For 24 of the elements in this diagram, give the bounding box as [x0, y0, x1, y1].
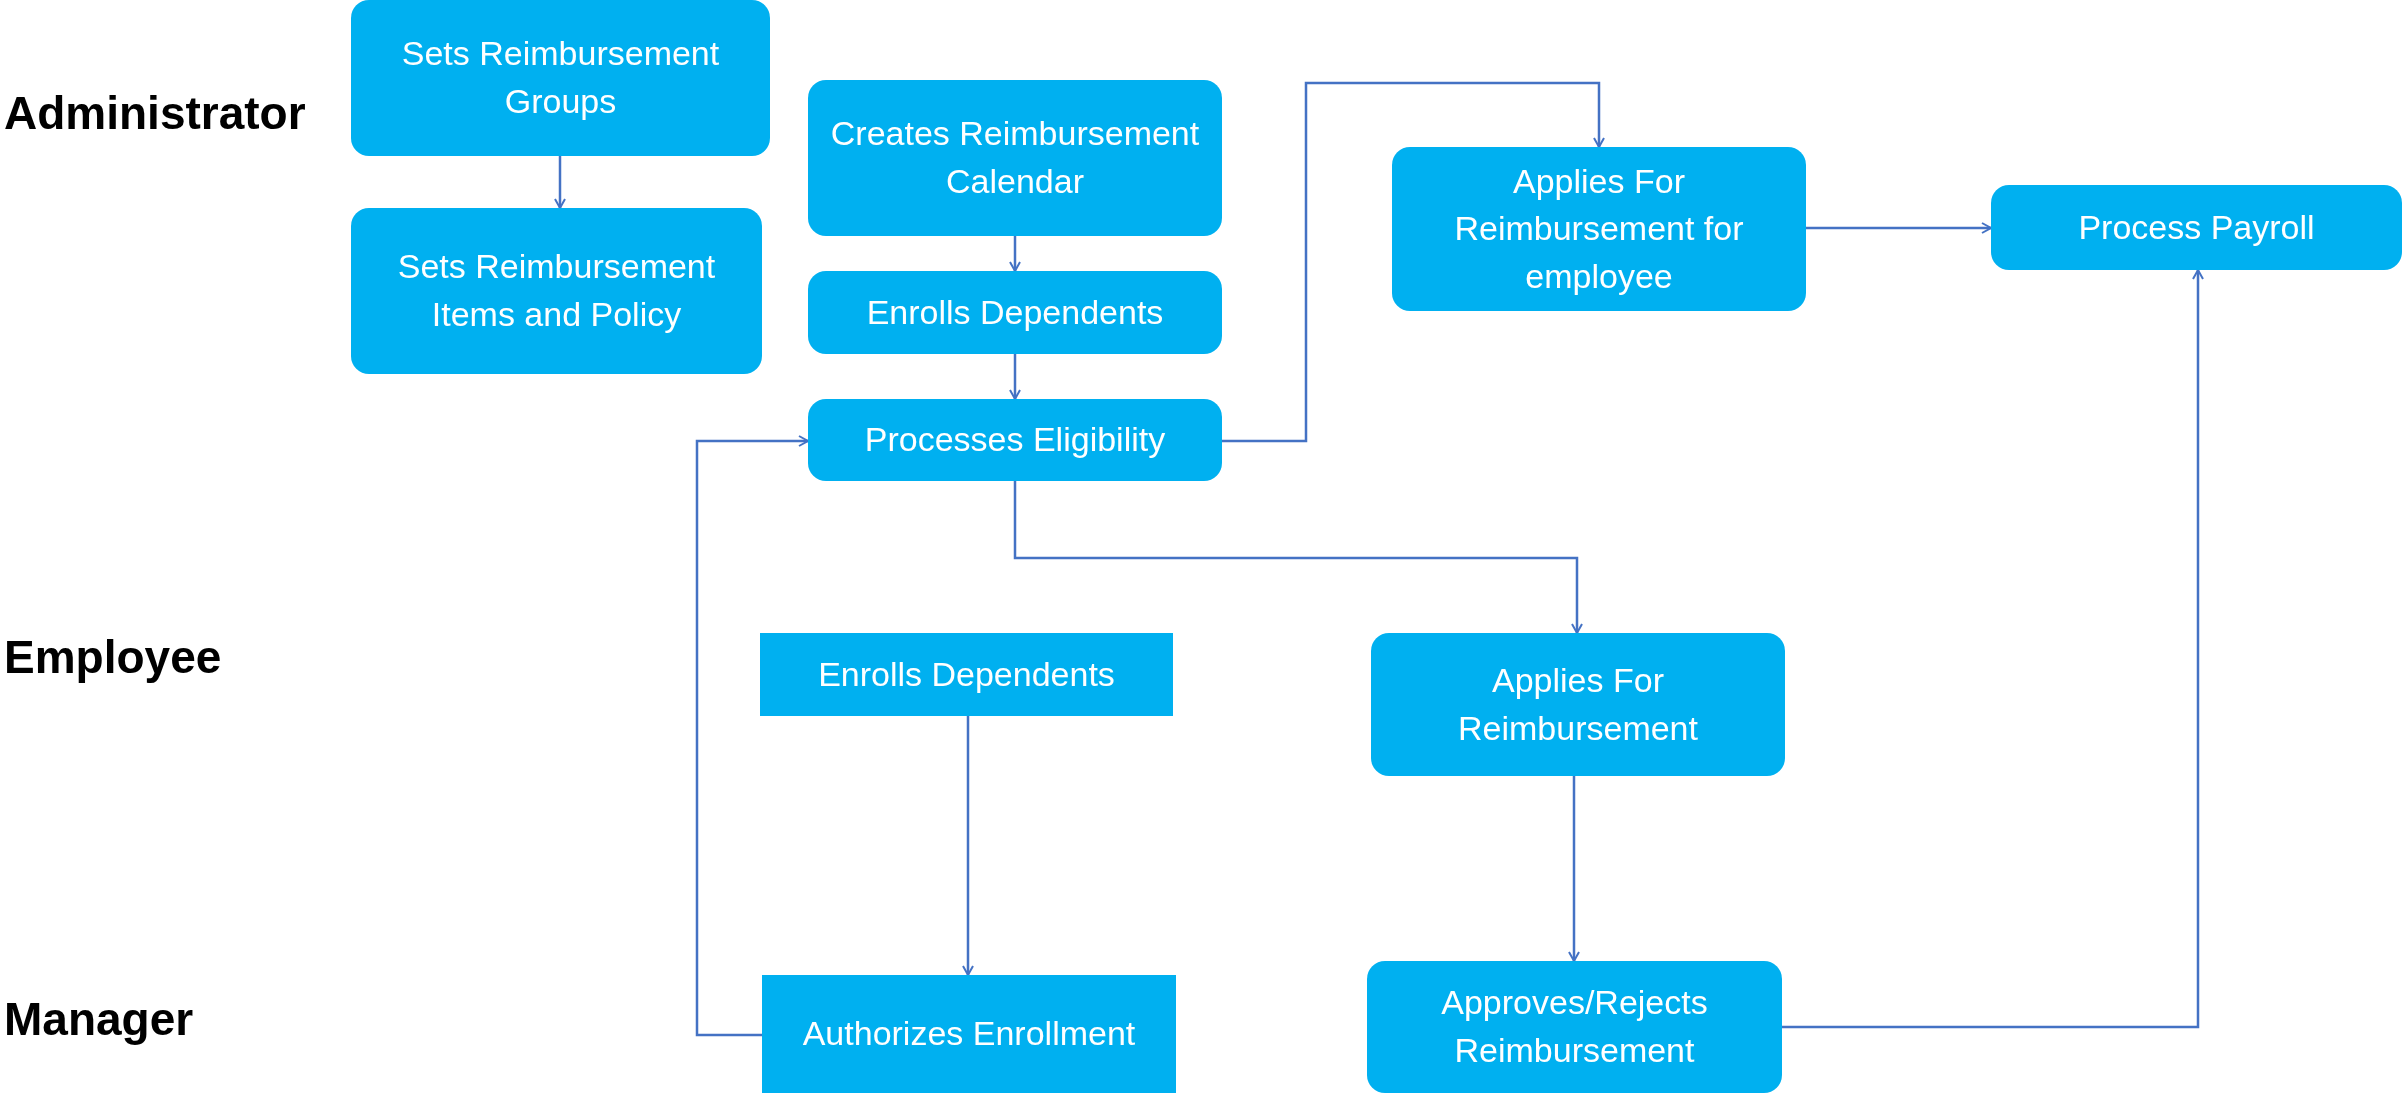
process-box: Sets Reimbursement Items and Policy [351, 208, 762, 374]
arrow [1806, 222, 1992, 234]
process-box: Enrolls Dependents [760, 633, 1173, 716]
process-box: Applies For Reimbursement for employee [1392, 147, 1806, 311]
arrow [1222, 81, 1605, 443]
lane-label: Manager [4, 992, 194, 1046]
arrow [1009, 354, 1021, 400]
process-box: Creates Reimbursement Calendar [808, 80, 1222, 236]
arrow [554, 156, 566, 209]
process-box: Sets Reimbursement Groups [351, 0, 770, 156]
lane-label: Administrator [4, 86, 306, 140]
arrow [1568, 776, 1580, 962]
arrow [695, 435, 809, 1037]
arrow [962, 716, 974, 976]
arrow [1009, 236, 1021, 272]
arrow [1013, 481, 1583, 634]
process-box: Authorizes Enrollment [762, 975, 1176, 1093]
arrow [1782, 269, 2204, 1029]
process-box: Applies For Reimbursement [1371, 633, 1785, 776]
lane-label: Employee [4, 630, 222, 684]
process-box: Processes Eligibility [808, 399, 1222, 481]
process-box: Approves/Rejects Reimbursement [1367, 961, 1782, 1093]
process-box: Enrolls Dependents [808, 271, 1222, 354]
process-box: Process Payroll [1991, 185, 2402, 270]
